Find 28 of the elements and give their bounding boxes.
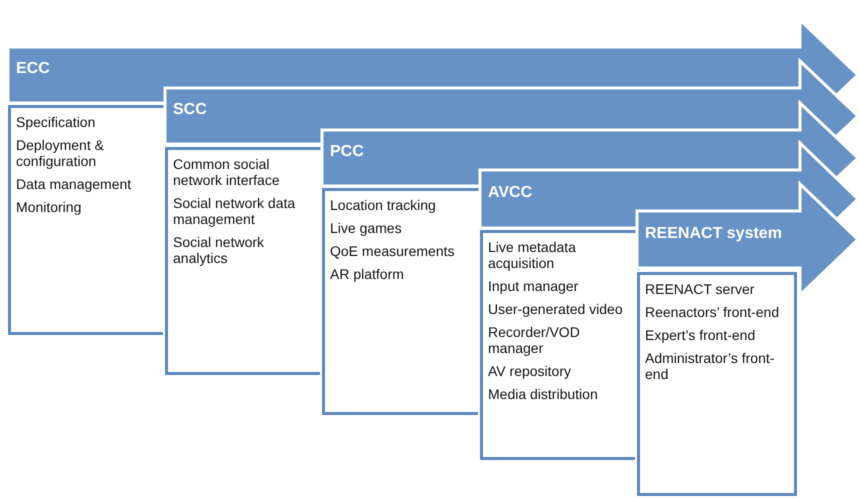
list-item: Live metadata acquisition — [488, 239, 577, 271]
arrow-heading: REENACT system — [645, 224, 782, 244]
list-item: Data management — [16, 176, 132, 192]
arrow-heading: PCC — [330, 142, 364, 162]
list-item: Reenactors’ front-end — [645, 304, 780, 320]
list-item: AR platform — [330, 266, 405, 282]
component-list-box — [637, 272, 797, 496]
list-item: Expert’s front-end — [645, 327, 756, 343]
list-item: Monitoring — [16, 199, 82, 215]
list-item: Social network analytics — [173, 234, 266, 266]
list-item: Media distribution — [488, 386, 599, 402]
arrow-heading: AVCC — [488, 183, 532, 203]
list-item: Input manager — [488, 278, 580, 294]
arrow-heading: SCC — [173, 100, 207, 120]
list-item: Location tracking — [330, 197, 437, 213]
arrow-heading: ECC — [16, 59, 50, 79]
list-item: Live games — [330, 220, 403, 236]
list-item: User-generated video — [488, 301, 624, 317]
list-item: AV repository — [488, 363, 572, 379]
list-item: Social network data management — [173, 195, 296, 227]
list-item: Deployment & configuration — [16, 137, 105, 169]
list-item: Specification — [16, 114, 96, 130]
list-item: Recorder/VOD manager — [488, 324, 581, 356]
list-item: QoE measurements — [330, 243, 456, 259]
list-item: Common social network interface — [173, 156, 281, 188]
component-list-box — [480, 230, 640, 460]
list-item: REENACT server — [645, 281, 756, 297]
list-item: Administrator’s front-end — [645, 350, 776, 382]
